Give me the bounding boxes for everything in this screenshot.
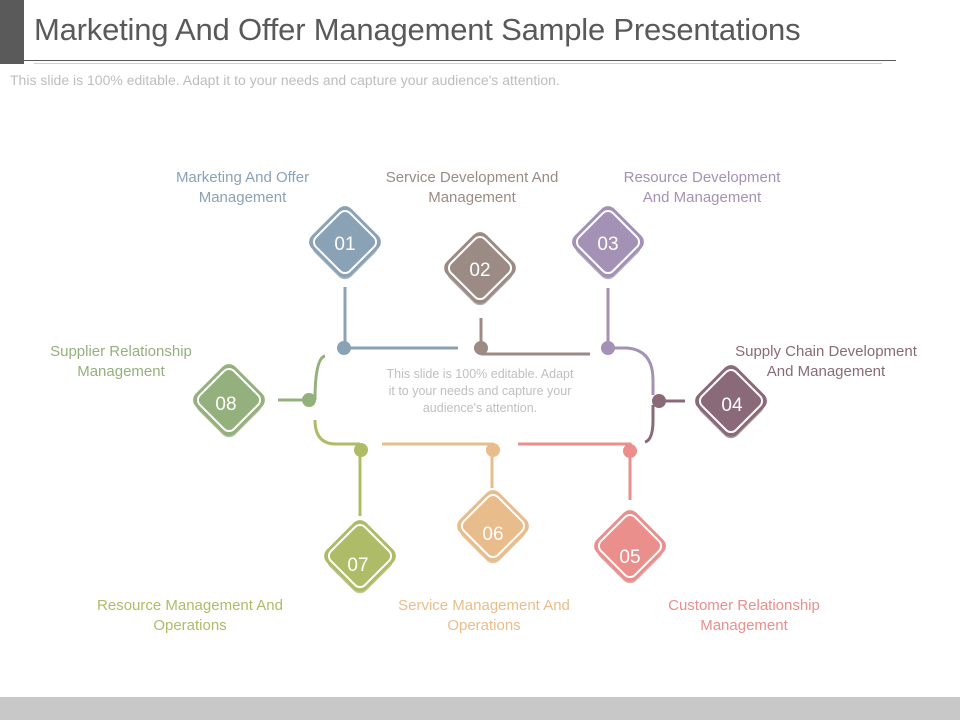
connector-01 xyxy=(343,287,458,350)
connector-dots xyxy=(302,341,666,458)
title-accent-bar xyxy=(0,0,24,64)
center-description: This slide is 100% editable. Adapt it to… xyxy=(386,367,574,415)
node-04[interactable] xyxy=(691,361,770,442)
slide-subtitle: This slide is 100% editable. Adapt it to… xyxy=(10,72,560,88)
title-underline xyxy=(24,60,896,61)
connector-06 xyxy=(382,442,494,488)
label-06: Service Management And Operations xyxy=(398,597,570,634)
connector-08 xyxy=(278,354,326,402)
node-numbers: 01 02 03 04 05 06 07 08 xyxy=(215,234,743,576)
node-06[interactable] xyxy=(453,486,532,567)
connector-02 xyxy=(479,318,590,356)
label-02: Service Development And Management xyxy=(385,169,559,206)
node-number-06: 06 xyxy=(482,524,503,545)
connector-04 xyxy=(644,399,685,444)
connector-05 xyxy=(518,442,632,500)
connector-03 xyxy=(606,288,655,395)
node-number-08: 08 xyxy=(215,394,236,415)
node-07[interactable] xyxy=(320,516,399,597)
node-number-03: 03 xyxy=(597,234,618,255)
label-05: Customer Relationship Management xyxy=(668,597,820,634)
footer-bar xyxy=(0,697,960,720)
node-01[interactable] xyxy=(305,202,384,283)
node-05[interactable] xyxy=(590,506,669,587)
slide-title: Marketing And Offer Management Sample Pr… xyxy=(34,12,801,47)
label-04: Supply Chain Development And Management xyxy=(735,343,917,380)
node-03[interactable] xyxy=(568,202,647,283)
node-08[interactable] xyxy=(189,360,268,441)
label-01: Marketing And Offer Management xyxy=(175,169,310,206)
node-number-01: 01 xyxy=(334,234,355,255)
connector-07 xyxy=(313,419,362,516)
label-07: Resource Management And Operations xyxy=(97,597,283,634)
node-number-04: 04 xyxy=(721,395,743,416)
title-underline-secondary xyxy=(34,63,882,64)
label-08: Supplier Relationship Management xyxy=(50,343,192,380)
node-02[interactable] xyxy=(440,228,519,309)
node-number-02: 02 xyxy=(469,260,490,281)
node-number-07: 07 xyxy=(347,555,368,576)
node-number-05: 05 xyxy=(619,547,640,568)
label-03: Resource Development And Management xyxy=(623,169,781,206)
